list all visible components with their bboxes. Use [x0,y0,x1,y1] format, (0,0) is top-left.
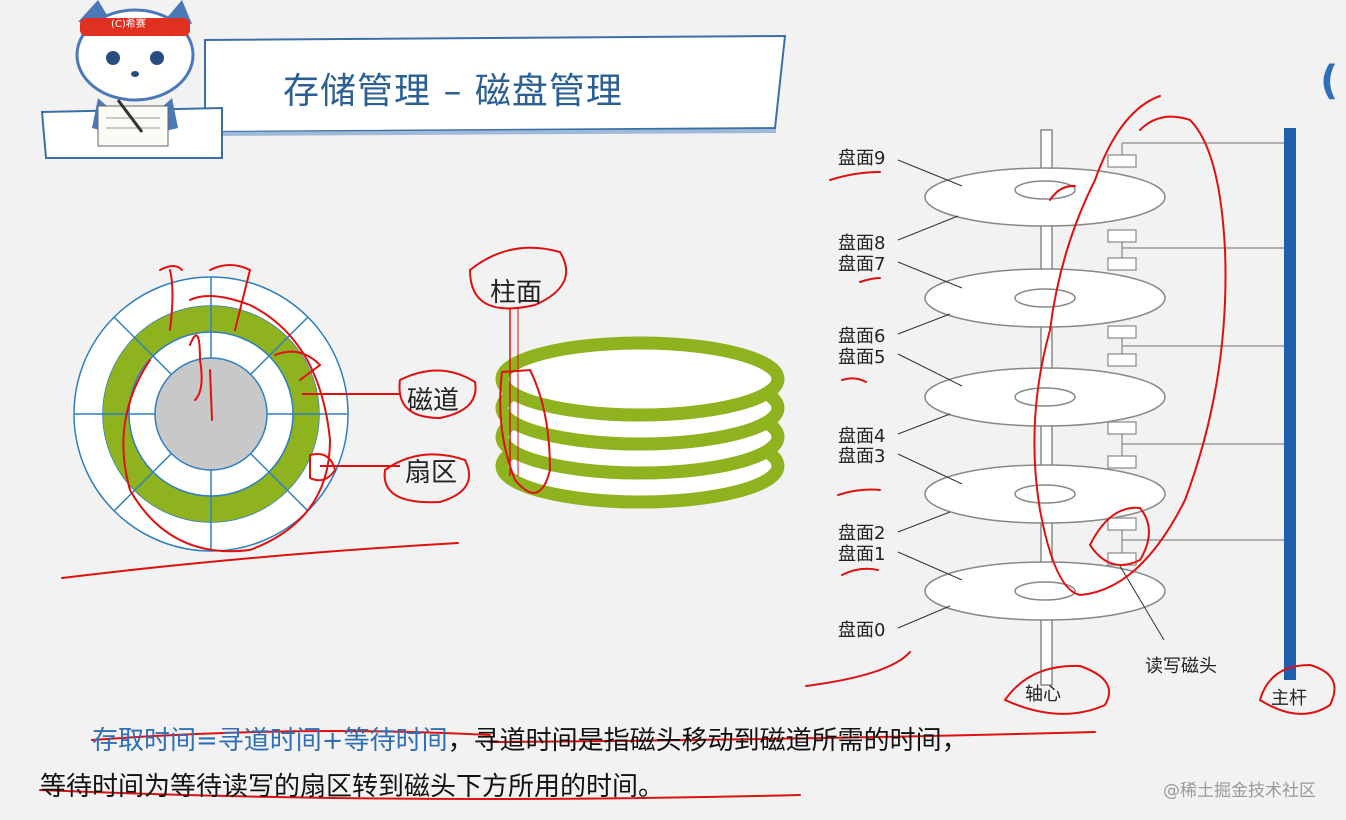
surface-label: 盘面1 [838,544,886,565]
main-arm-label: 主杆 [1271,688,1307,709]
read-write-head-label: 读写磁头 [1145,656,1217,677]
mascot-cat-icon [75,0,195,147]
handwritten-annotations [39,95,1336,800]
surface-label: 盘面8 [838,233,886,254]
sector-label: 扇区 [405,458,458,488]
main-arm-bar [1284,128,1296,680]
surface-label: 盘面5 [838,347,886,368]
mascot-badge-text: (C)希赛 [111,19,146,30]
surface-label: 盘面2 [838,523,886,544]
corner-mark: ( [1320,58,1339,104]
access-time-formula: 存取时间=寻道时间+等待时间 [92,726,448,756]
watermark: @稀土掘金技术社区 [1163,781,1316,801]
cylinder-label: 柱面 [490,278,543,308]
caption-line-1: 存取时间=寻道时间+等待时间，寻道时间是指磁头移动到磁道所需的时间， [92,720,968,757]
surface-label: 盘面3 [838,446,886,467]
surface-label: 盘面6 [838,326,886,347]
surface-label: 盘面4 [838,426,886,447]
seek-time-definition: ，寻道时间是指磁头移动到磁道所需的时间， [447,726,968,756]
disk-stack-side-view [897,128,1296,686]
surface-label: 盘面9 [838,148,886,169]
track-label: 磁道 [407,386,460,416]
surface-label: 盘面0 [838,620,886,641]
page-title: 存储管理 – 磁盘管理 [283,71,623,112]
spindle-label: 轴心 [1025,684,1061,705]
caption-line-2: 等待时间为等待读写的扇区转到磁头下方所用的时间。 [40,772,665,802]
surface-label: 盘面7 [838,254,886,275]
